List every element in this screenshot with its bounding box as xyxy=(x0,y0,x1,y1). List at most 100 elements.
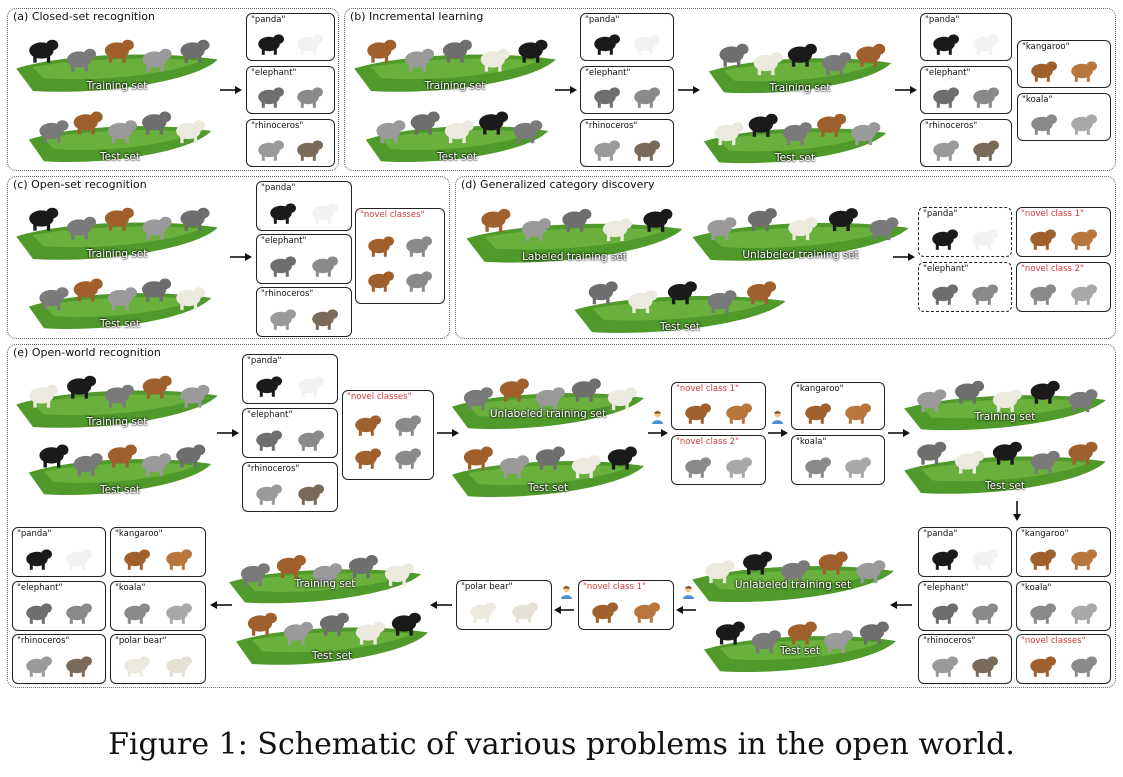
animal-thumbnail-icon xyxy=(630,28,664,58)
animal-silhouette-icon xyxy=(29,384,59,408)
class-label: "panda" xyxy=(585,15,620,25)
class-box-koala: "koala" xyxy=(1016,581,1111,631)
grass-field-icon xyxy=(452,378,644,430)
animal-silhouette-icon xyxy=(562,208,592,232)
animal-silhouette-icon xyxy=(1071,229,1097,250)
class-box-panda: "panda" xyxy=(256,181,352,231)
animal-thumbnail-icon xyxy=(266,250,300,280)
animal-silhouette-icon xyxy=(67,375,97,399)
animal-thumbnail-icon xyxy=(681,397,715,427)
animal-thumbnail-icon xyxy=(364,230,398,260)
animal-silhouette-icon xyxy=(258,139,285,161)
grass-field-icon xyxy=(692,208,909,261)
training-set-scene: Training set xyxy=(12,358,222,433)
test-set-scene: Test set xyxy=(25,95,215,167)
class-label: "elephant" xyxy=(17,583,63,593)
class-label: "polar bear" xyxy=(115,636,167,646)
grass-field-icon xyxy=(229,555,421,604)
class-label: "kangaroo" xyxy=(1022,42,1070,52)
class-label: "rhinoceros" xyxy=(923,636,976,646)
arrow-icon xyxy=(768,428,788,438)
animal-thumbnail-icon xyxy=(364,265,398,295)
animal-silhouette-icon xyxy=(1030,380,1060,404)
animal-thumbnail-icon xyxy=(722,451,756,481)
class-box-panda: "panda" xyxy=(242,354,338,404)
animal-silhouette-icon xyxy=(804,402,831,424)
scene-label: Unlabeled training set xyxy=(489,408,607,420)
animal-silhouette-icon xyxy=(992,389,1022,413)
animal-silhouette-icon xyxy=(444,120,474,144)
animal-thumbnail-icon xyxy=(1026,543,1060,573)
grass-field-icon xyxy=(28,111,212,163)
class-label: "panda" xyxy=(261,183,296,193)
animal-silhouette-icon xyxy=(1071,549,1097,570)
animal-silhouette-icon xyxy=(405,48,435,72)
animal-thumbnail-icon xyxy=(402,230,436,260)
animal-silhouette-icon xyxy=(1071,284,1097,305)
class-label: "rhinoceros" xyxy=(251,121,304,131)
test-set-scene: Test set xyxy=(362,95,552,167)
animal-silhouette-icon xyxy=(818,551,848,575)
panel-title: (a) Closed-set recognition xyxy=(13,10,155,23)
animal-thumbnail-icon xyxy=(391,409,425,439)
class-label: "koala" xyxy=(1022,95,1053,105)
animal-silhouette-icon xyxy=(176,287,206,311)
animal-silhouette-icon xyxy=(787,43,817,67)
grass-field-icon xyxy=(466,208,683,263)
animal-thumbnail-icon xyxy=(968,543,1002,573)
animal-silhouette-icon xyxy=(104,207,134,231)
animal-silhouette-icon xyxy=(142,111,172,135)
animal-silhouette-icon xyxy=(1068,389,1098,413)
animal-silhouette-icon xyxy=(107,444,137,468)
animal-silhouette-icon xyxy=(972,229,999,250)
animal-silhouette-icon xyxy=(955,380,985,404)
animal-thumbnail-icon xyxy=(968,650,1002,680)
animal-silhouette-icon xyxy=(707,217,737,241)
animal-silhouette-icon xyxy=(593,86,620,108)
scene-label: Training set xyxy=(86,248,148,260)
animal-thumbnail-icon xyxy=(252,370,286,400)
scene-label: Test set xyxy=(774,152,816,164)
scene-label: Training set xyxy=(86,80,148,92)
animal-thumbnail-icon xyxy=(120,650,154,680)
animal-silhouette-icon xyxy=(406,236,433,257)
animal-thumbnail-icon xyxy=(929,28,963,58)
animal-silhouette-icon xyxy=(782,122,812,146)
animal-thumbnail-icon xyxy=(801,451,835,481)
animal-thumbnail-icon xyxy=(969,28,1003,58)
animal-silhouette-icon xyxy=(124,656,151,677)
animal-silhouette-icon xyxy=(856,560,886,584)
animal-silhouette-icon xyxy=(165,603,192,624)
animal-silhouette-icon xyxy=(479,111,509,135)
animal-silhouette-icon xyxy=(256,376,283,397)
class-label: "elephant" xyxy=(923,264,969,274)
arrow-icon xyxy=(678,85,700,95)
animal-silhouette-icon xyxy=(39,287,69,311)
animal-silhouette-icon xyxy=(633,602,660,623)
class-box-panda: "panda" xyxy=(920,13,1012,61)
unlabeled-training-set-scene: Unlabeled training set xyxy=(688,535,898,607)
grass-field-icon xyxy=(354,39,556,92)
class-label: "koala" xyxy=(115,583,146,593)
test-set-scene: Test set xyxy=(232,595,432,670)
class-box-novel-class-1: "novel class 1" xyxy=(578,580,674,630)
class-box-elephant: "elephant" xyxy=(920,66,1012,114)
class-box-koala: "koala" xyxy=(791,435,885,485)
animal-silhouette-icon xyxy=(29,207,59,231)
animal-silhouette-icon xyxy=(1071,113,1098,135)
training-set-scene: Training set xyxy=(225,540,425,608)
animal-thumbnail-icon xyxy=(1027,55,1061,85)
class-box-koala: "koala" xyxy=(110,581,206,631)
animal-silhouette-icon xyxy=(176,120,206,144)
animal-silhouette-icon xyxy=(297,376,324,397)
animal-thumbnail-icon xyxy=(402,265,436,295)
animal-thumbnail-icon xyxy=(266,303,300,333)
animal-thumbnail-icon xyxy=(1067,55,1101,85)
animal-silhouette-icon xyxy=(634,33,661,55)
animal-silhouette-icon xyxy=(992,441,1022,465)
animal-silhouette-icon xyxy=(180,384,210,408)
animal-silhouette-icon xyxy=(634,139,661,161)
test-set-scene: Test set xyxy=(25,262,215,334)
animal-silhouette-icon xyxy=(1030,549,1057,570)
animal-thumbnail-icon xyxy=(588,596,622,626)
